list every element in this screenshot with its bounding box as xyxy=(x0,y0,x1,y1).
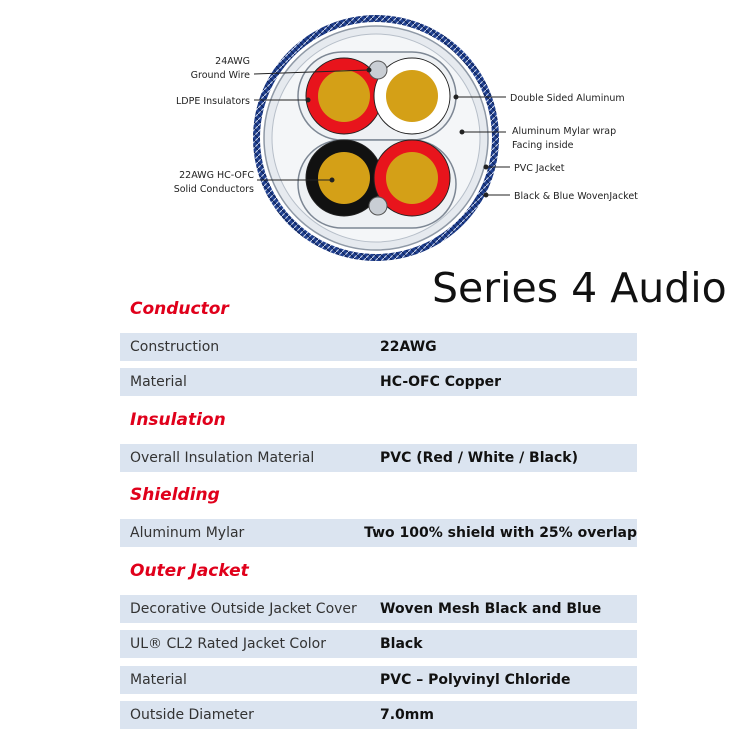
table-row: Decorative Outside Jacket Cover Woven Me… xyxy=(120,595,637,623)
label-mylar-2: Facing inside xyxy=(512,140,574,151)
row-label: Outside Diameter xyxy=(130,707,254,723)
row-value: Two 100% shield with 25% overlap xyxy=(364,525,637,541)
label-ldpe-insulators: LDPE Insulators xyxy=(176,96,250,107)
row-label: Overall Insulation Material xyxy=(130,450,315,466)
label-double-sided-aluminum: Double Sided Aluminum xyxy=(510,93,625,104)
ground-wire-top xyxy=(368,60,388,80)
table-row: UL® CL2 Rated Jacket Color Black xyxy=(120,630,637,658)
row-value: 22AWG xyxy=(380,339,437,355)
label-ground-wire-2: Ground Wire xyxy=(191,70,250,81)
row-label: Aluminum Mylar xyxy=(130,525,245,541)
table-row: Outside Diameter 7.0mm xyxy=(120,701,637,729)
label-woven-jacket: Black & Blue WovenJacket xyxy=(514,191,638,202)
label-conductors-2: Solid Conductors xyxy=(174,184,254,195)
ground-wire-bottom xyxy=(368,196,388,216)
table-row: Aluminum Mylar Two 100% shield with 25% … xyxy=(120,519,637,547)
section-title-shielding: Shielding xyxy=(130,485,220,505)
section-title-outer-jacket: Outer Jacket xyxy=(130,561,249,581)
row-label: Decorative Outside Jacket Cover xyxy=(130,601,357,617)
row-value: PVC – Polyvinyl Chloride xyxy=(380,672,571,688)
cable-cross-section-diagram: 24AWG Ground Wire LDPE Insulators 22AWG … xyxy=(174,15,638,261)
row-value: PVC (Red / White / Black) xyxy=(380,450,578,466)
brand-title: Series 4 Audio xyxy=(432,264,727,312)
label-mylar-1: Aluminum Mylar wrap xyxy=(512,126,616,137)
copper-conductor-top-left xyxy=(318,70,370,122)
section-title-insulation: Insulation xyxy=(130,410,226,430)
table-row: Material PVC – Polyvinyl Chloride xyxy=(120,666,637,694)
label-conductors-1: 22AWG HC-OFC xyxy=(179,170,254,181)
table-row: Overall Insulation Material PVC (Red / W… xyxy=(120,444,637,472)
label-pvc-jacket: PVC Jacket xyxy=(514,163,565,174)
row-value: HC-OFC Copper xyxy=(380,374,502,390)
row-value: Black xyxy=(380,636,423,652)
copper-conductor-bottom-right xyxy=(386,152,438,204)
section-title-conductor: Conductor xyxy=(130,299,229,319)
row-label: UL® CL2 Rated Jacket Color xyxy=(130,636,326,652)
copper-conductor-top-right xyxy=(386,70,438,122)
row-label: Material xyxy=(130,672,187,688)
table-row: Material HC-OFC Copper xyxy=(120,368,637,396)
copper-conductor-bottom-left xyxy=(318,152,370,204)
table-row: Construction 22AWG xyxy=(120,333,637,361)
row-label: Material xyxy=(130,374,187,390)
row-value: Woven Mesh Black and Blue xyxy=(380,601,602,617)
row-label: Construction xyxy=(130,339,220,355)
label-ground-wire-1: 24AWG xyxy=(215,56,250,67)
row-value: 7.0mm xyxy=(380,707,434,723)
